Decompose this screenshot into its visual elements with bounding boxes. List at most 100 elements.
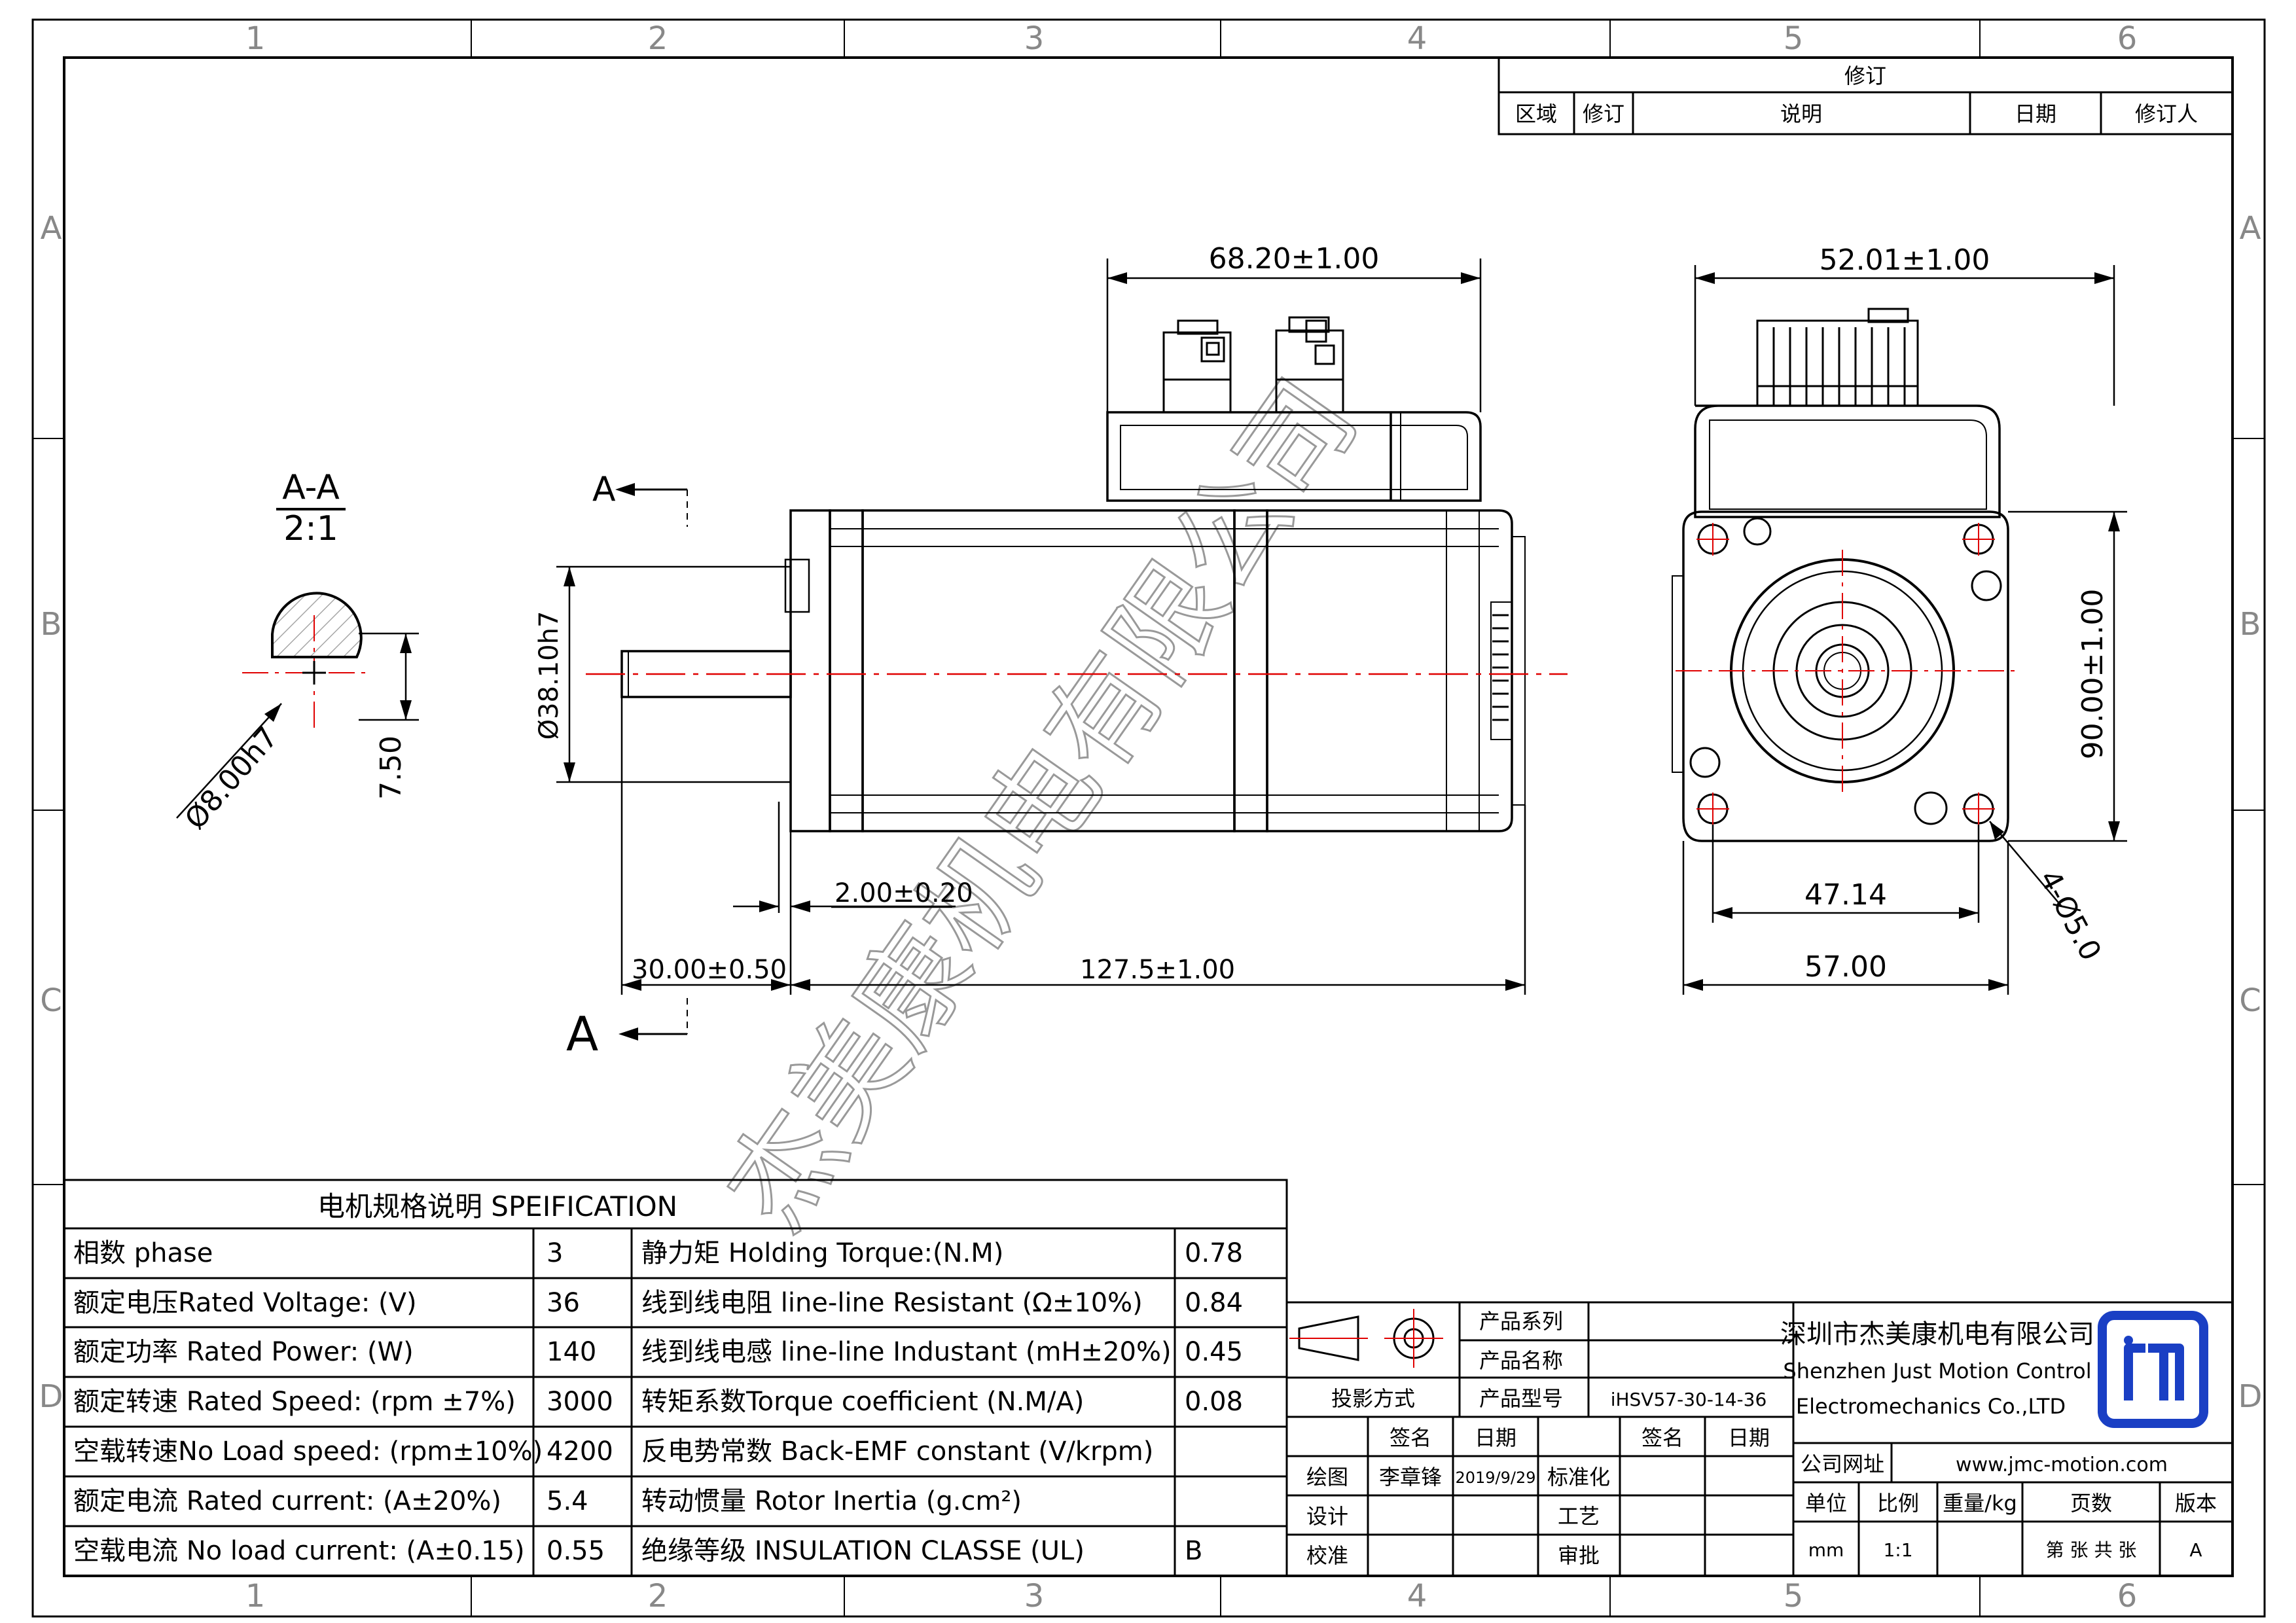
zone-col-3-bottom: 3 [1024, 1578, 1045, 1614]
section-flat-label: 7.50 [374, 736, 408, 800]
tb-version: A [2189, 1539, 2202, 1561]
section-markers: A A [566, 470, 688, 1061]
tb-product-name: 产品名称 [1479, 1348, 1563, 1373]
tb-model-value: iHSV57-30-14-36 [1611, 1389, 1767, 1410]
section-title: A-A [282, 468, 340, 507]
spec-label-left: 空载电流 No load current: (A±0.15) [73, 1536, 525, 1566]
zone-col-5-top: 5 [1784, 20, 1804, 57]
spec-value-right: 0.45 [1185, 1337, 1243, 1367]
spec-label-left: 额定电流 Rated current: (A±20%) [73, 1486, 501, 1516]
revision-header-reviser: 修订人 [2135, 101, 2198, 126]
revision-header-date: 日期 [2015, 101, 2056, 126]
tb-design-label: 设计 [1306, 1504, 1348, 1529]
dim-holes: 4-Ø5.0 [2032, 865, 2108, 966]
zone-row-b-left: B [41, 606, 62, 643]
front-view: 52.01±1.00 90.00±1.00 47.14 57.00 4-Ø5.0 [1672, 243, 2127, 995]
tb-site: www.jmc-motion.com [1956, 1454, 2168, 1476]
title-block: 产品系列 产品名称 产品型号 iHSV57-30-14-36 投影方式 签名 日… [1285, 1301, 2234, 1577]
tb-company-en2: Electromechanics Co.,LTD [1796, 1394, 2066, 1419]
driver-box [1106, 411, 1482, 502]
section-marker-bottom: A [566, 1007, 598, 1061]
spec-label-left: 额定电压Rated Voltage: (V) [73, 1288, 417, 1318]
tb-version-label: 版本 [2175, 1491, 2217, 1516]
front-connector [1756, 308, 1919, 407]
tb-sign-header: 签名 [1390, 1425, 1431, 1450]
zone-row-b-right: B [2240, 606, 2261, 643]
tb-projection: 投影方式 [1331, 1386, 1415, 1411]
spec-label-right: 转动惯量 Rotor Inertia (g.cm²) [641, 1486, 1022, 1516]
revision-title: 修订 [1844, 63, 1886, 88]
section-scale: 2:1 [283, 509, 338, 548]
tb-standardize: 标准化 [1547, 1465, 1610, 1489]
front-centerlines [1676, 523, 2016, 825]
connector-signal [1275, 316, 1344, 414]
front-flange [1672, 510, 2009, 842]
projection-symbol [1289, 1309, 1443, 1368]
dim-flange-width: 57.00 [1804, 950, 1887, 984]
revision-table: 修订 区域 修订 说明 日期 修订人 [1498, 56, 2234, 135]
zone-col-6-bottom: 6 [2117, 1578, 2138, 1614]
revision-header-area: 区域 [1515, 101, 1557, 126]
motor-body [784, 509, 1526, 832]
section-diameter-label: Ø8.00h7 [179, 721, 285, 836]
zone-row-d-right: D [2238, 1378, 2263, 1415]
tb-ratio-label: 比例 [1877, 1491, 1919, 1516]
spec-label-left: 额定转速 Rated Speed: (rpm ±7%) [73, 1387, 516, 1417]
zone-col-6-top: 6 [2117, 20, 2138, 57]
tb-pages-label: 页数 [2070, 1491, 2112, 1516]
tb-sign-header-2: 签名 [1641, 1425, 1683, 1450]
spec-value-left: 36 [547, 1288, 580, 1318]
tb-company-cn: 深圳市杰美康机电有限公司 [1780, 1319, 2094, 1349]
tb-product-series: 产品系列 [1479, 1309, 1563, 1334]
zone-col-1-top: 1 [245, 20, 266, 57]
revision-header-rev: 修订 [1583, 101, 1624, 126]
front-driver-box [1694, 404, 2001, 518]
spec-label-right: 绝缘等级 INSULATION CLASSE (UL) [641, 1536, 1085, 1566]
tb-date-header: 日期 [1475, 1425, 1516, 1450]
spec-value-right: B [1185, 1536, 1202, 1566]
company-logo-icon [2098, 1311, 2208, 1428]
spec-value-left: 140 [547, 1337, 596, 1367]
zone-row-a-left: A [41, 210, 62, 247]
zone-col-4-bottom: 4 [1407, 1578, 1427, 1614]
tb-product-model: 产品型号 [1479, 1386, 1563, 1411]
shaft-section [242, 592, 372, 732]
section-view: A-A 2:1 Ø8.00h7 7.50 [176, 468, 419, 836]
zone-col-4-top: 4 [1407, 20, 1427, 57]
front-dimension-lines [1682, 265, 2127, 995]
spec-value-right: 0.84 [1185, 1288, 1243, 1318]
dim-hole-pitch: 47.14 [1804, 878, 1887, 912]
revision-header-desc: 说明 [1780, 101, 1822, 126]
tb-company-en1: Shenzhen Just Motion Control [1783, 1359, 2091, 1383]
zone-col-2-top: 2 [648, 20, 668, 57]
spec-label-right: 反电势常数 Back-EMF constant (V/krpm) [641, 1436, 1153, 1467]
spec-label-right: 线到线电阻 line-line Resistant (Ω±10%) [641, 1288, 1143, 1318]
tb-process-label: 工艺 [1558, 1504, 1600, 1529]
spec-value-left: 3 [547, 1238, 563, 1268]
spec-value-left: 5.4 [547, 1486, 588, 1516]
zone-labels: 1 2 3 4 5 6 1 2 3 4 5 6 A B C D A B C D [39, 20, 2263, 1614]
spec-title: 电机规格说明 SPEIFICATION [317, 1190, 677, 1222]
spec-label-right: 线到线电感 line-line Industant (mH±20%) [641, 1337, 1172, 1367]
zone-row-a-right: A [2240, 210, 2261, 247]
spec-value-left: 3000 [547, 1387, 613, 1417]
tb-drawn-label: 绘图 [1306, 1465, 1348, 1489]
spec-label-right: 静力矩 Holding Torque:(N.M) [641, 1238, 1003, 1268]
dim-body-width: 68.20±1.00 [1209, 242, 1380, 276]
zone-row-c-left: C [40, 982, 62, 1019]
zone-col-1-bottom: 1 [245, 1578, 266, 1614]
zone-col-5-bottom: 5 [1784, 1578, 1804, 1614]
tb-drawn-by: 李章锋 [1379, 1465, 1442, 1489]
dim-body-length: 127.5±1.00 [1080, 955, 1235, 985]
spec-label-right: 转矩系数Torque coefficient (N.M/A) [641, 1387, 1084, 1417]
spec-value-left: 4200 [547, 1436, 613, 1467]
tb-unit: mm [1808, 1539, 1844, 1561]
encoder-fins [1492, 614, 1509, 721]
dim-pilot: 2.00±0.20 [834, 878, 973, 908]
zone-row-d-left: D [39, 1378, 63, 1415]
tb-ratio: 1:1 [1883, 1539, 1912, 1561]
side-view: A A 68.20±1.00 Ø38.10h7 2.00±0.20 30.00±… [534, 242, 1568, 1061]
tb-pages: 第 张 共 张 [2046, 1539, 2137, 1561]
tb-drawn-date: 2019/9/29 [1455, 1469, 1535, 1487]
